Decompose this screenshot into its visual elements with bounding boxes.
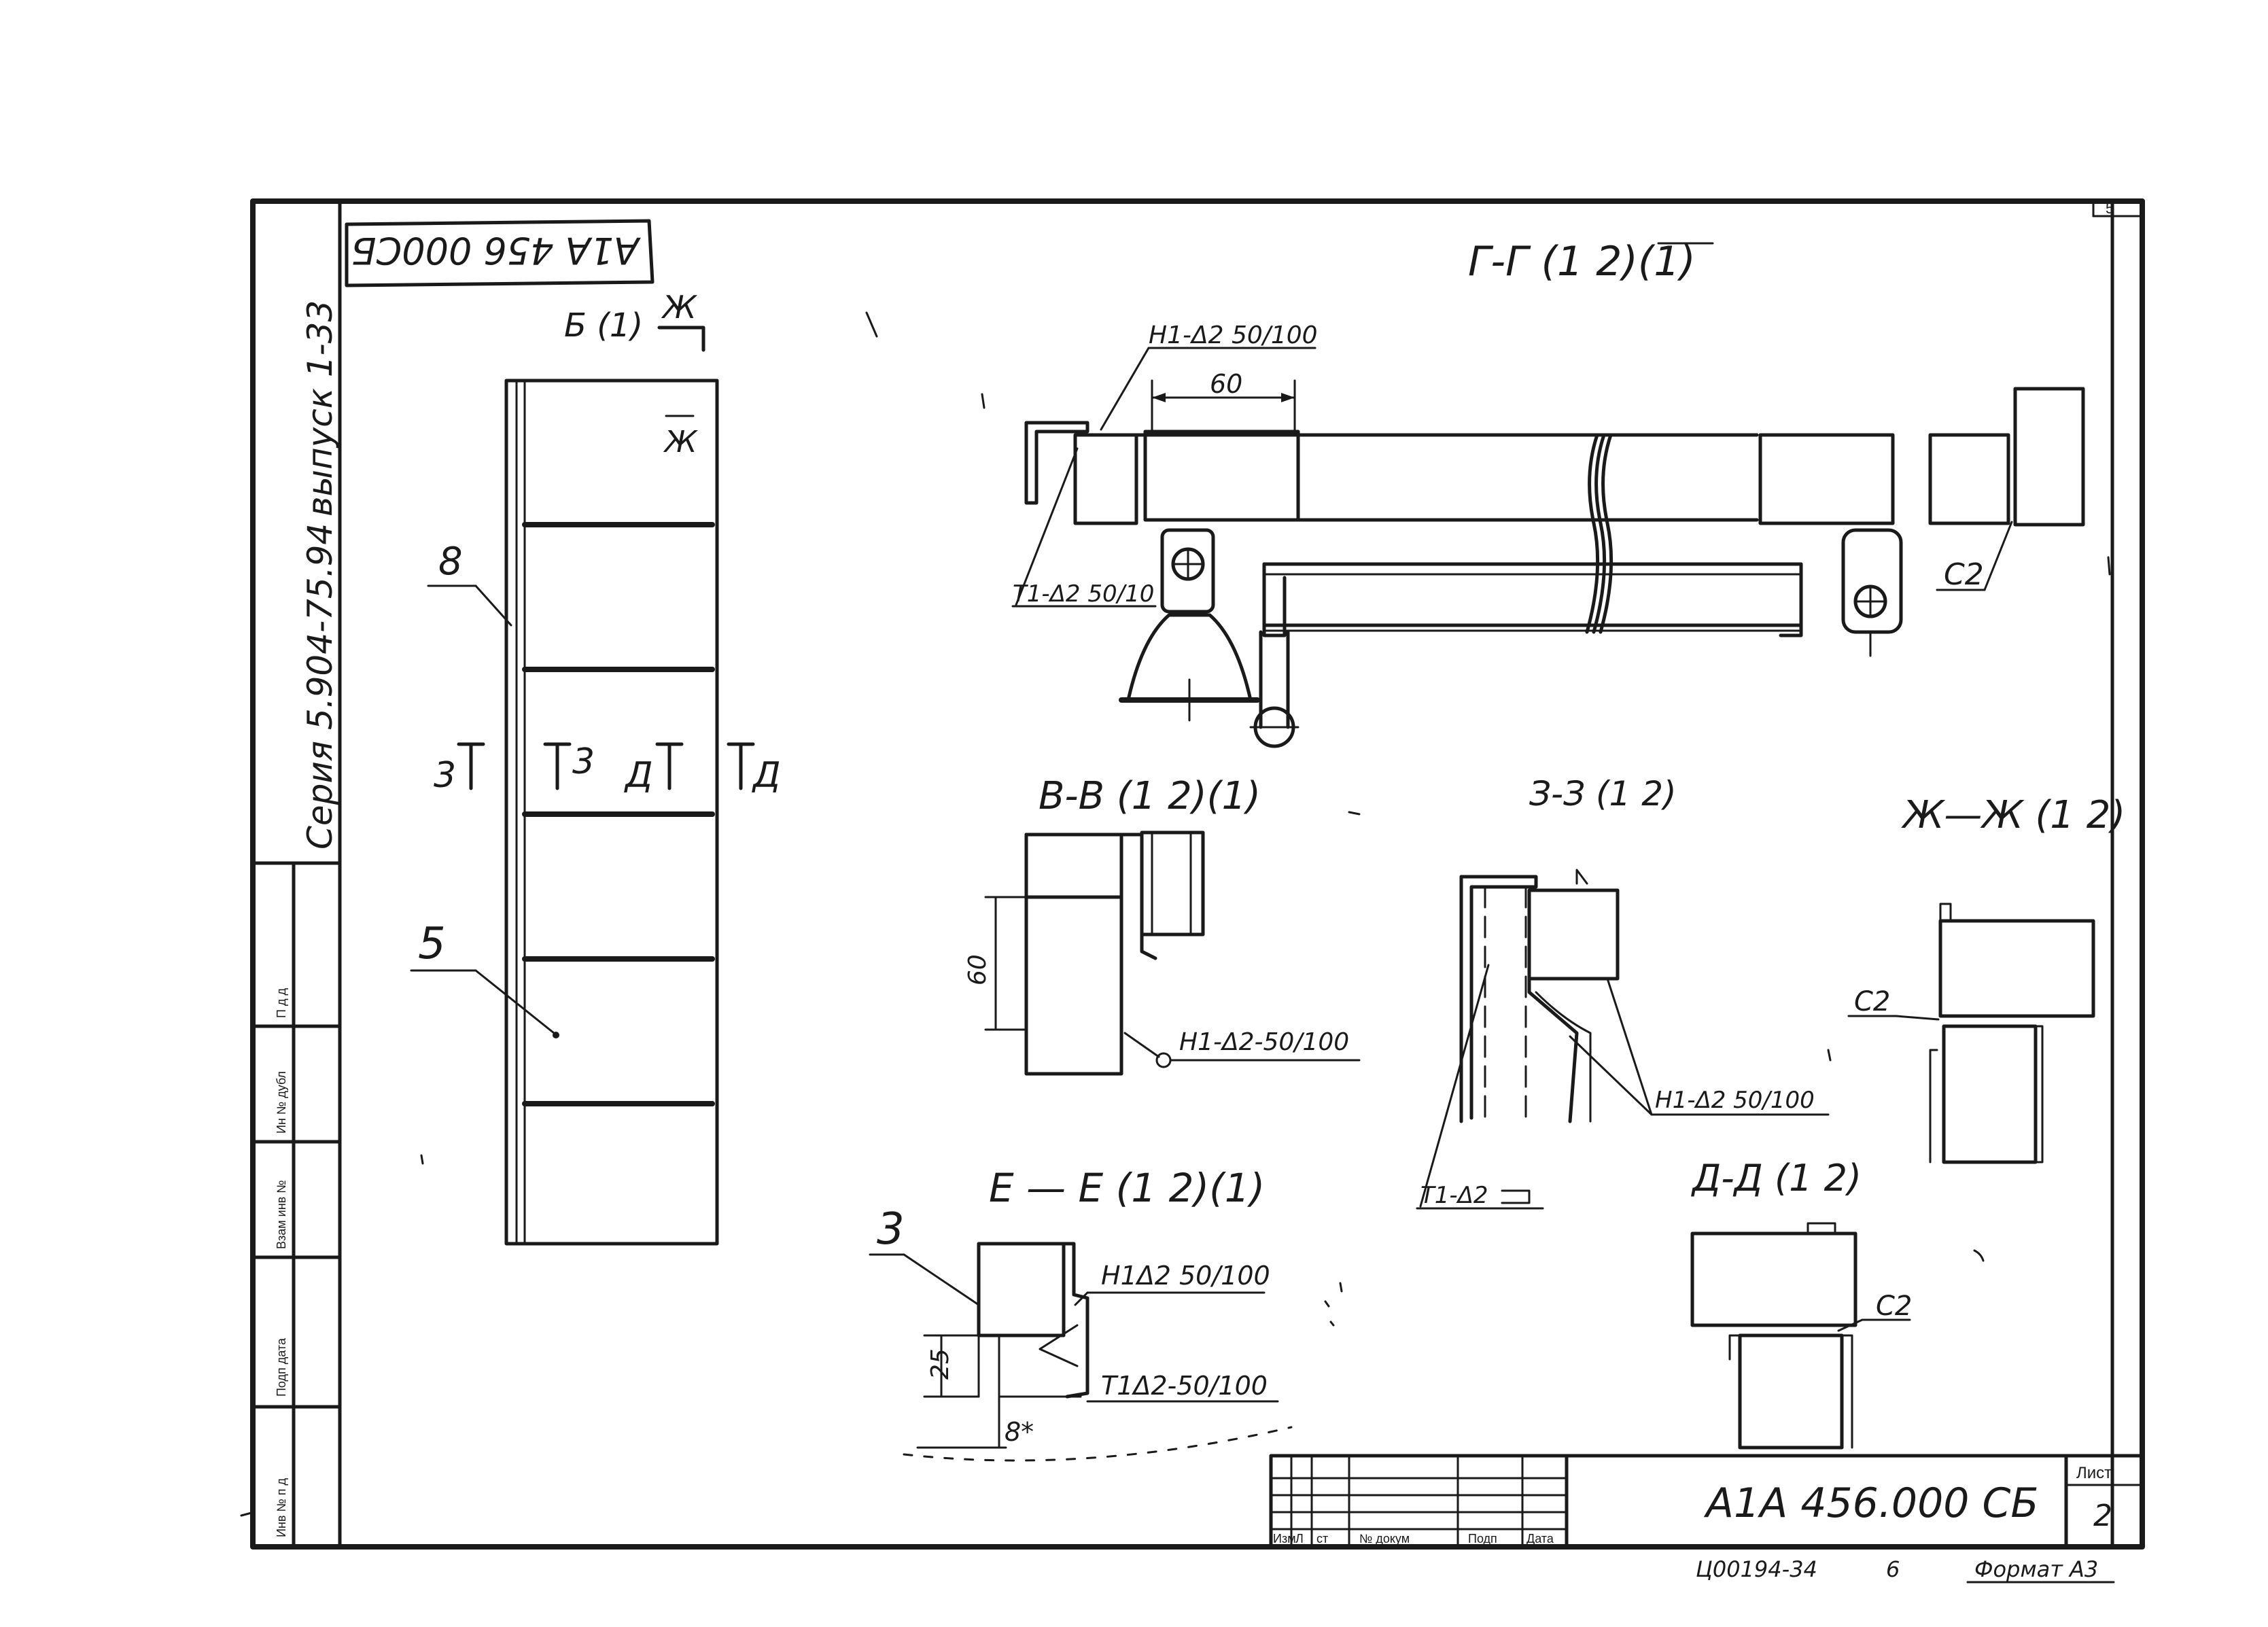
section-e: Е — Е (1 2)(1) 3 25 8* Н1Δ2 50/100 Т1Δ2-… bbox=[869, 1165, 1279, 1449]
section-z3-title: З-З (1 2) bbox=[1529, 774, 1677, 814]
cut-d-left: Д bbox=[624, 755, 653, 796]
callout-5: 5 bbox=[418, 919, 446, 969]
section-v-weld: Н1-Δ2-50/100 bbox=[1179, 1028, 1349, 1056]
section-e-weld-t: Т1Δ2-50/100 bbox=[1101, 1371, 1268, 1401]
tb-col-l: Л bbox=[1295, 1532, 1304, 1545]
tb-col-data: Дата bbox=[1526, 1532, 1554, 1545]
section-v: В-В (1 2)(1) 60 Н1-Δ2-50/100 bbox=[964, 774, 1361, 1076]
tb-bottom-num: 6 bbox=[1886, 1556, 1900, 1582]
view-b-title: Б (1) bbox=[564, 307, 643, 345]
side-stamp: Инв № п д Подп дата Взам инв № Ин № дубл… bbox=[251, 300, 342, 1549]
section-e-dim-25: 25 bbox=[926, 1348, 954, 1380]
section-v-title: В-В (1 2)(1) bbox=[1039, 774, 1261, 818]
section-z3: З-З (1 2) Н1-Δ2 50/100 Т1-Δ2 bbox=[1416, 774, 1830, 1210]
stamp-cell-1: Подп дата bbox=[275, 1337, 288, 1397]
tb-col-izm: Изм bbox=[1273, 1532, 1296, 1545]
doc-code-rotated: А1А 456 000СБ bbox=[351, 229, 641, 272]
section-e-title: Е — Е (1 2)(1) bbox=[989, 1165, 1265, 1211]
page-corner-number: 5 bbox=[2106, 200, 2114, 217]
section-z3-weld-h: Н1-Δ2 50/100 bbox=[1655, 1087, 1815, 1114]
cut-3-right: 3 bbox=[572, 741, 595, 782]
cut-3-left: 3 bbox=[434, 755, 456, 796]
section-e-dim-8: 8* bbox=[1005, 1417, 1034, 1447]
tb-col-dokum: № докум bbox=[1359, 1532, 1410, 1545]
series-label: Серия 5.904-75.94 bbox=[300, 523, 340, 850]
tb-format: Формат А3 bbox=[1974, 1556, 2098, 1582]
callout-3: 3 bbox=[877, 1204, 905, 1255]
section-zh-title: Ж—Ж (1 2) bbox=[1901, 793, 2125, 837]
section-d-title: Д-Д (1 2) bbox=[1691, 1157, 1862, 1200]
section-zh-c2: С2 bbox=[1854, 986, 1890, 1017]
section-g-weld-bottom: Т1-Δ2 50/10 bbox=[1013, 580, 1154, 608]
cut-d-right: Д bbox=[752, 755, 781, 796]
title-block: Изм Л ст № докум Подп Дата Лист 2 А1А 45… bbox=[1269, 1454, 2144, 1584]
doc-code-box: А1А 456 000СБ bbox=[345, 219, 655, 287]
stamp-cell-4: П д д bbox=[275, 988, 288, 1018]
tb-bottom-code: Ц00194-34 bbox=[1696, 1556, 1817, 1582]
scan-artifacts bbox=[240, 311, 2111, 1517]
tb-doc-number: А1А 456.000 СБ bbox=[1703, 1480, 2039, 1527]
stamp-cell-2: Взам инв № bbox=[275, 1180, 288, 1249]
tb-col-podp: Подп bbox=[1468, 1532, 1497, 1545]
callout-8: 8 bbox=[438, 540, 463, 584]
issue-label: выпуск 1-33 bbox=[300, 300, 340, 517]
section-g: Г-Г (1 2)(1) bbox=[1011, 238, 2085, 748]
view-b-arrow-label-2: Ж bbox=[663, 425, 698, 459]
section-g-c2: С2 bbox=[1944, 557, 1984, 592]
section-v-dim-60: 60 bbox=[964, 954, 992, 985]
section-z3-weld-t: Т1-Δ2 bbox=[1420, 1182, 1488, 1209]
sheet-frame: 5 bbox=[250, 198, 2145, 1550]
section-g-title: Г-Г (1 2)(1) bbox=[1468, 238, 1696, 285]
tb-sheet-label: Лист bbox=[2076, 1464, 2112, 1482]
view-b: Б (1) Ж Ж 8 5 3 3 Д Д bbox=[410, 289, 781, 1246]
section-d: Д-Д (1 2) С2 bbox=[1690, 1157, 1912, 1450]
section-d-c2: С2 bbox=[1876, 1291, 1912, 1322]
stamp-cell-3: Ин № дубл bbox=[275, 1071, 288, 1134]
tb-sheet-number: 2 bbox=[2093, 1499, 2112, 1533]
tb-col-st: ст bbox=[1316, 1532, 1328, 1545]
section-e-weld-h: Н1Δ2 50/100 bbox=[1101, 1261, 1270, 1291]
section-g-weld-top: Н1-Δ2 50/100 bbox=[1149, 321, 1318, 349]
section-g-dim-60: 60 bbox=[1210, 369, 1242, 399]
stamp-cell-0: Инв № п д bbox=[275, 1478, 288, 1538]
section-zh: Ж—Ж (1 2) С2 bbox=[1847, 793, 2125, 1164]
view-b-arrow-label: Ж bbox=[661, 289, 698, 326]
